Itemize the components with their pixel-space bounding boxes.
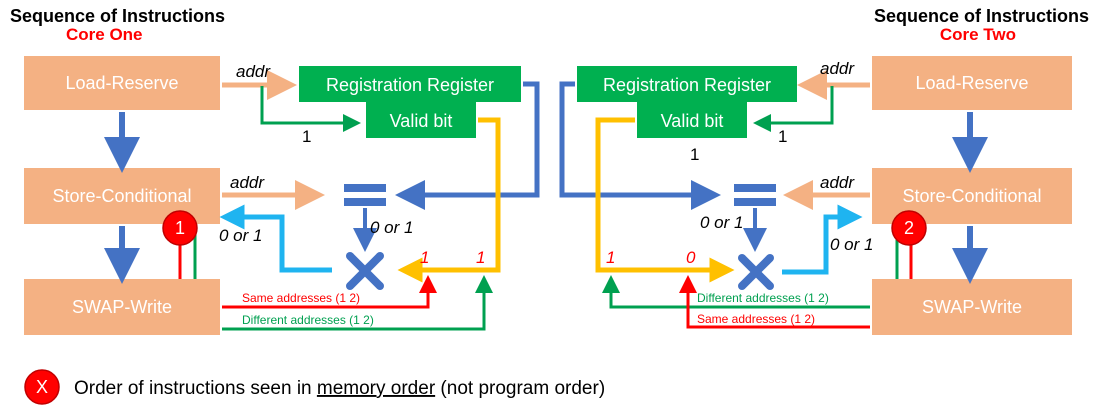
core-one-yellow-in-label: 1 (476, 248, 485, 267)
core-two-registration-register-label: Registration Register (603, 75, 771, 95)
core-one-same-addresses-label: Same addresses (1 2) (242, 291, 360, 305)
legend: X Order of instructions seen in memory o… (24, 369, 605, 405)
core-two-red-in-label: 0 (686, 248, 696, 267)
core-two-valid-bit (637, 102, 747, 138)
core-one-valid-bit-arrow (397, 117, 501, 283)
core-one-zero-or-one-a: 0 or 1 (370, 218, 413, 237)
core-one-label: Core One (66, 25, 143, 44)
core-two-same-addresses-label: Same addresses (1 2) (697, 312, 815, 326)
legend-text-after: (not program order) (435, 378, 605, 399)
core-one-addr-top-label: addr (236, 62, 271, 81)
core-two-result-arrow (782, 204, 863, 275)
core-two-same-address-arrow (679, 275, 870, 329)
core-one-set-valid-arrow (260, 86, 361, 132)
core-two-addr-top-label: addr (820, 59, 855, 78)
core-two-order-badge (891, 210, 927, 246)
core-two-equals-icon-bottom (734, 198, 776, 206)
core-two-register-to-compare-arrow (559, 81, 721, 210)
core-one-result-arrow (219, 204, 332, 273)
core-two-registration-register (577, 66, 797, 102)
core-one-valid-bit (366, 102, 476, 138)
core-two-equals-icon-top (734, 184, 776, 192)
core-two-diagram: Sequence of Instructions Core Two Load-R… (559, 6, 1089, 335)
core-two-label: Core Two (940, 25, 1016, 44)
legend-text-underlined: memory order (317, 378, 436, 399)
core-one-zero-or-one-b: 0 or 1 (219, 226, 262, 245)
core-one-addr-mid-label: addr (230, 173, 265, 192)
core-two-set-valid-arrow (753, 86, 834, 132)
core-one-equals-icon-top (344, 184, 386, 192)
legend-order-badge (24, 369, 60, 405)
core-one-same-address-arrow (222, 275, 437, 309)
core-two-different-addresses-label: Different addresses (1 2) (697, 291, 829, 305)
core-one-diagram: Sequence of Instructions Core One Load-R… (10, 6, 540, 335)
core-one-different-addresses-label: Different addresses (1 2) (242, 313, 374, 327)
core-two-different-address-arrow (602, 275, 870, 309)
core-one-swap-write-label: SWAP-Write (72, 297, 172, 317)
core-two-heading: Sequence of Instructions (874, 6, 1089, 26)
core-one-different-address-arrow (222, 275, 493, 331)
core-one-equals-icon-bottom (344, 198, 386, 206)
core-one-heading: Sequence of Instructions (10, 6, 225, 26)
core-one-red-in-label: 1 (420, 248, 429, 267)
core-two-one-label-a: 1 (778, 127, 787, 146)
core-two-store-conditional-label: Store-Conditional (902, 186, 1041, 206)
core-one-store-conditional-label: Store-Conditional (52, 186, 191, 206)
core-two-one-label-b: 1 (690, 145, 699, 164)
core-two-swap-write-label: SWAP-Write (922, 297, 1022, 317)
core-one-and-gate-icon (346, 252, 384, 290)
legend-text: Order of instructions seen in memory ord… (74, 378, 605, 399)
core-two-addr-mid-label: addr (820, 173, 855, 192)
core-two-valid-bit-label: Valid bit (661, 111, 724, 131)
core-two-valid-bit-arrow (595, 117, 735, 283)
core-one-order-badge (162, 210, 198, 246)
core-one-load-reserve-label: Load-Reserve (65, 73, 178, 93)
core-two-zero-or-one-b: 0 or 1 (830, 235, 873, 254)
core-two-zero-or-one-a: 0 or 1 (700, 213, 743, 232)
core-one-load-reserve-box (24, 56, 220, 110)
core-one-swap-write-box (24, 279, 220, 335)
core-two-yellow-in-label: 1 (606, 248, 615, 267)
core-one-one-label: 1 (302, 127, 311, 146)
core-two-order-badge-label: 2 (904, 218, 914, 238)
legend-badge-label: X (36, 377, 48, 397)
core-one-register-to-compare-arrow (395, 81, 540, 210)
core-one-valid-bit-label: Valid bit (390, 111, 453, 131)
core-one-registration-register (299, 66, 521, 102)
core-two-load-reserve-box (872, 56, 1072, 110)
core-two-swap-write-box (872, 279, 1072, 335)
core-two-and-gate-icon (738, 254, 774, 290)
core-one-registration-register-label: Registration Register (326, 75, 494, 95)
core-two-load-reserve-label: Load-Reserve (915, 73, 1028, 93)
core-one-order-badge-label: 1 (175, 218, 185, 238)
legend-text-before: Order of instructions seen in (74, 378, 317, 399)
